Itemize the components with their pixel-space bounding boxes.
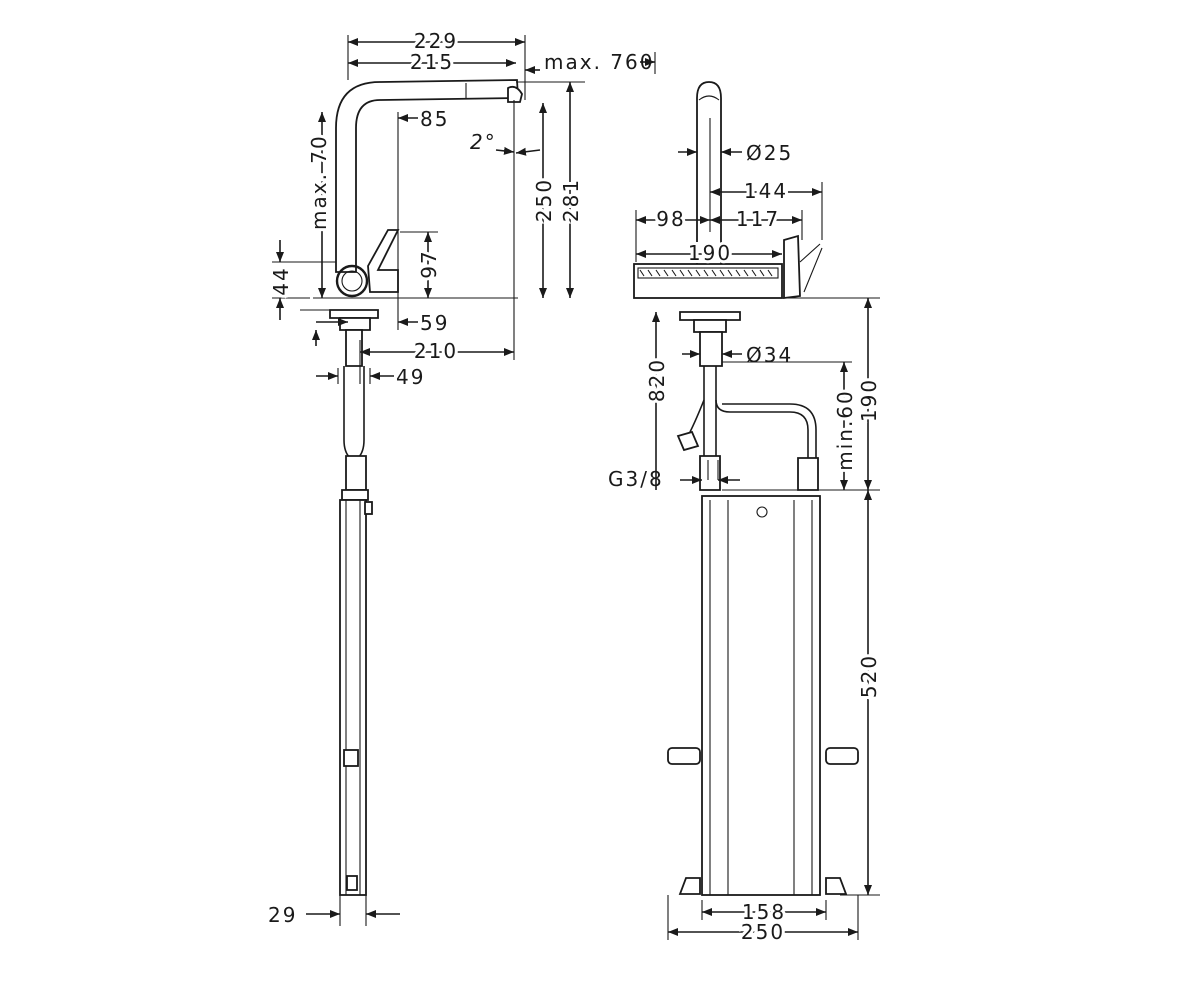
dim-max760-label: max. 760 [544, 50, 654, 74]
dim-820-label: 820 [645, 358, 669, 402]
front-view: Ø25 144 98 117 190 Ø34 820 min.60 190 G3… [608, 81, 884, 947]
dim-98-label: 98 [656, 207, 685, 231]
dim-min60-label: min.60 [833, 389, 857, 471]
dim-29-label: 29 [268, 903, 297, 927]
dim-2deg-label: 2° [470, 130, 497, 154]
side-dimension-lines [276, 38, 656, 918]
side-dimension-labels: 229 215 max. 760 85 2° max. 70 250 281 9… [266, 26, 654, 927]
dim-158-label: 158 [742, 900, 786, 924]
dim-49-label: 49 [396, 365, 425, 389]
dim-520-label: 520 [857, 654, 881, 698]
dim-210-label: 210 [414, 339, 458, 363]
side-view: 229 215 max. 760 85 2° max. 70 250 281 9… [266, 26, 656, 927]
dim-85-label: 85 [420, 107, 449, 131]
faucet-side-outline [329, 79, 523, 896]
dim-190-side-label: 190 [857, 378, 881, 422]
dim-250-bottom-label: 250 [741, 920, 785, 944]
front-dimension-labels: Ø25 144 98 117 190 Ø34 820 min.60 190 G3… [608, 141, 884, 947]
dim-144-label: 144 [744, 179, 788, 203]
dim-d34-label: Ø34 [746, 343, 793, 367]
dim-d25-label: Ø25 [746, 141, 793, 165]
dim-229-label: 229 [414, 29, 458, 53]
dim-max70-label: max. 70 [307, 134, 331, 230]
dim-97-label: 97 [417, 249, 441, 278]
dim-250-label: 250 [532, 178, 556, 222]
front-dimension-lines [636, 148, 872, 936]
dim-215-label: 215 [410, 50, 454, 74]
dim-281-label: 281 [559, 178, 583, 222]
dim-190-top-label: 190 [688, 241, 732, 265]
dim-59-label: 59 [420, 311, 449, 335]
dim-g38-label: G3/8 [608, 467, 664, 491]
faucet-front-outline [633, 81, 859, 896]
dim-117-label: 117 [736, 207, 780, 231]
dim-44-label: 44 [269, 266, 293, 295]
